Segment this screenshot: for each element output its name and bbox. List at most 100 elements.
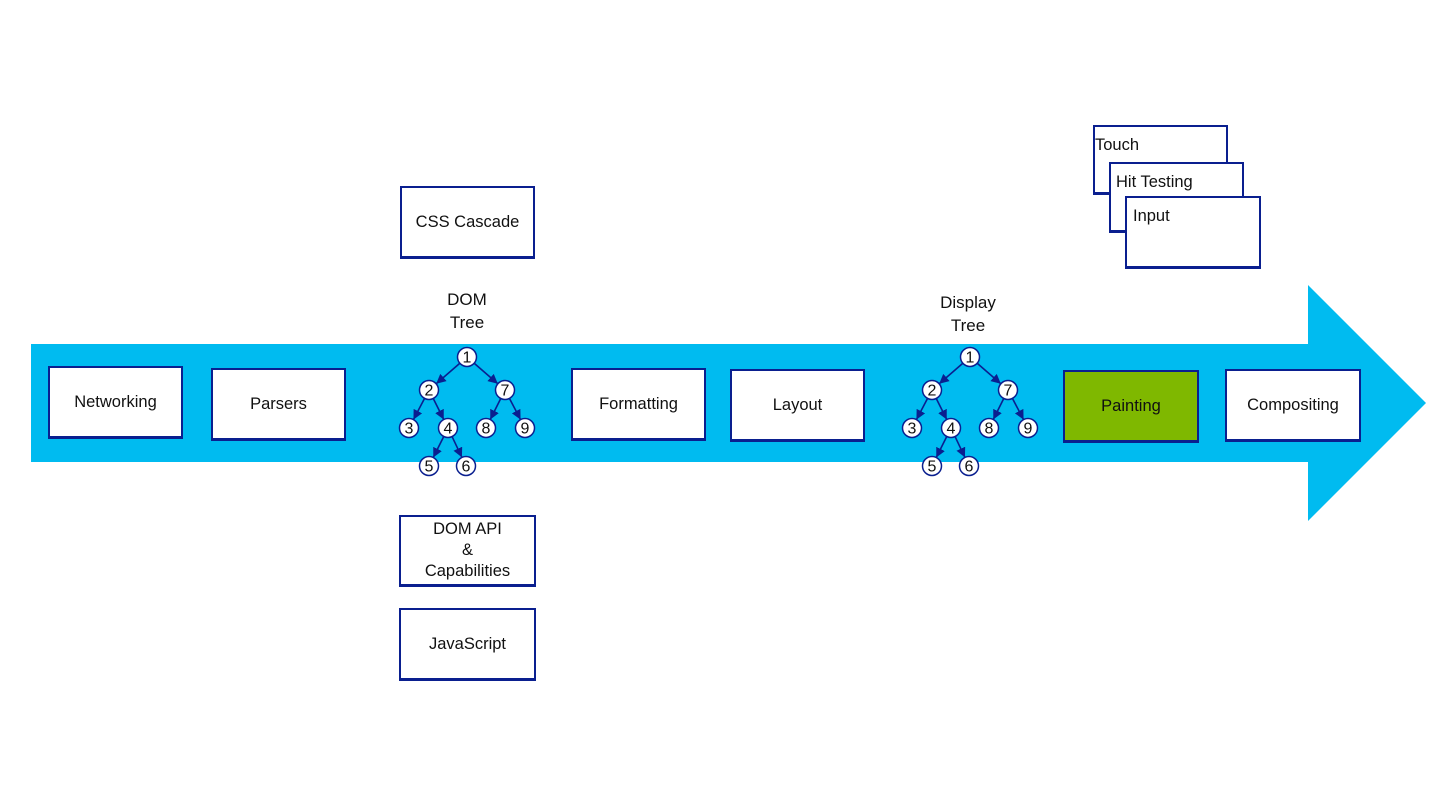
tree-node-label: 9 — [1024, 421, 1033, 438]
tree-node-circle — [418, 379, 440, 401]
dom-tree-title-line2: Tree — [449, 313, 485, 332]
tree-node-circle — [921, 455, 943, 477]
tree-node-label: 6 — [965, 459, 974, 476]
tree-node-label: 8 — [482, 421, 491, 438]
tree-edge-7-8 — [489, 398, 502, 420]
tree-node-8[interactable]: 8 — [978, 417, 1000, 439]
javascript-box[interactable]: JavaScript — [399, 608, 536, 681]
stage-label: Networking — [74, 392, 157, 411]
tree-node-label: 1 — [966, 350, 975, 367]
tree-node-circle — [456, 346, 478, 368]
stage-formatting[interactable]: Formatting — [571, 368, 706, 441]
arrow-shape — [31, 285, 1426, 521]
tree-edge-4-6 — [451, 436, 463, 458]
tree-node-circle — [437, 417, 459, 439]
tree-edge-7-9 — [1011, 398, 1025, 420]
stage-painting[interactable]: Painting — [1063, 370, 1199, 443]
display-tree-title-line1: Display — [940, 293, 996, 312]
stage-parsers[interactable]: Parsers — [211, 368, 346, 441]
tree-node-label: 4 — [947, 421, 956, 438]
tree-node-1[interactable]: 1 — [959, 346, 981, 368]
tree-node-circle — [901, 417, 923, 439]
tree-node-label: 8 — [985, 421, 994, 438]
tree-node-circle — [997, 379, 1019, 401]
tree-edge-1-2 — [435, 362, 461, 385]
tree-node-label: 5 — [928, 459, 937, 476]
tree-node-7[interactable]: 7 — [494, 379, 516, 401]
css-cascade-box[interactable]: CSS Cascade — [400, 186, 535, 259]
stage-layout[interactable]: Layout — [730, 369, 865, 442]
tree-node-label: 3 — [405, 421, 414, 438]
tree-node-label: 2 — [425, 383, 434, 400]
tree-node-circle — [475, 417, 497, 439]
tree-node-circle — [514, 417, 536, 439]
tree-node-1[interactable]: 1 — [456, 346, 478, 368]
tree-node-circle — [494, 379, 516, 401]
tree-node-label: 5 — [425, 459, 434, 476]
dom-tree-title: DOM Tree — [417, 288, 517, 334]
tree-edge-1-7 — [473, 362, 499, 385]
tree-node-4[interactable]: 4 — [940, 417, 962, 439]
input-box[interactable]: Input — [1125, 196, 1261, 269]
tree-edge-1-7 — [976, 362, 1002, 385]
tree-node-circle — [959, 346, 981, 368]
tree-node-label: 4 — [444, 421, 453, 438]
tree-edge-4-5 — [432, 436, 445, 458]
css-cascade-label: CSS Cascade — [415, 212, 520, 231]
tree-edge-2-3 — [412, 398, 426, 420]
tree-node-label: 9 — [521, 421, 530, 438]
tree-node-9[interactable]: 9 — [514, 417, 536, 439]
stage-label: Layout — [772, 395, 823, 414]
tree-node-5[interactable]: 5 — [418, 455, 440, 477]
display-tree-title-line2: Tree — [950, 316, 986, 335]
tree-node-4[interactable]: 4 — [437, 417, 459, 439]
tree-node-7[interactable]: 7 — [997, 379, 1019, 401]
dom-api-line3: Capabilities — [424, 562, 511, 580]
tree-edge-7-9 — [508, 398, 522, 420]
tree-edge-2-4 — [935, 398, 948, 420]
display-tree-title: Display Tree — [918, 291, 1018, 337]
input-label: Input — [1133, 207, 1170, 225]
tree-node-6[interactable]: 6 — [455, 455, 477, 477]
tree-node-circle — [398, 417, 420, 439]
tree-node-label: 7 — [501, 383, 510, 400]
tree-node-circle — [958, 455, 980, 477]
tree-node-2[interactable]: 2 — [418, 379, 440, 401]
tree-node-6[interactable]: 6 — [958, 455, 980, 477]
tree-node-circle — [1017, 417, 1039, 439]
tree-node-3[interactable]: 3 — [901, 417, 923, 439]
dom-api-box[interactable]: DOM API & Capabilities — [399, 515, 536, 587]
tree-node-label: 6 — [462, 459, 471, 476]
tree-node-label: 1 — [463, 350, 472, 367]
stage-label: Formatting — [599, 394, 678, 413]
touch-label: Touch — [1095, 136, 1140, 154]
dom-api-line1: DOM API — [433, 520, 502, 538]
javascript-label: JavaScript — [428, 634, 507, 653]
stage-networking[interactable]: Networking — [48, 366, 183, 439]
tree-edge-2-4 — [432, 398, 445, 420]
tree-node-8[interactable]: 8 — [475, 417, 497, 439]
tree-node-2[interactable]: 2 — [921, 379, 943, 401]
stage-compositing[interactable]: Compositing — [1225, 369, 1361, 442]
dom-tree-title-line1: DOM — [447, 290, 487, 309]
tree-edge-7-8 — [992, 398, 1005, 420]
tree-edge-1-2 — [938, 362, 964, 385]
tree-node-5[interactable]: 5 — [921, 455, 943, 477]
tree-node-label: 7 — [1004, 383, 1013, 400]
stage-label: Parsers — [250, 394, 307, 413]
hit-testing-label: Hit Testing — [1116, 173, 1193, 191]
tree-node-3[interactable]: 3 — [398, 417, 420, 439]
tree-node-9[interactable]: 9 — [1017, 417, 1039, 439]
tree-node-circle — [940, 417, 962, 439]
stage-label: Compositing — [1247, 395, 1339, 414]
tree-node-label: 2 — [928, 383, 937, 400]
tree-edge-4-6 — [954, 436, 966, 458]
tree-node-circle — [418, 455, 440, 477]
tree-node-circle — [978, 417, 1000, 439]
tree-node-circle — [455, 455, 477, 477]
stage-label: Painting — [1101, 396, 1161, 415]
tree-node-label: 3 — [908, 421, 917, 438]
